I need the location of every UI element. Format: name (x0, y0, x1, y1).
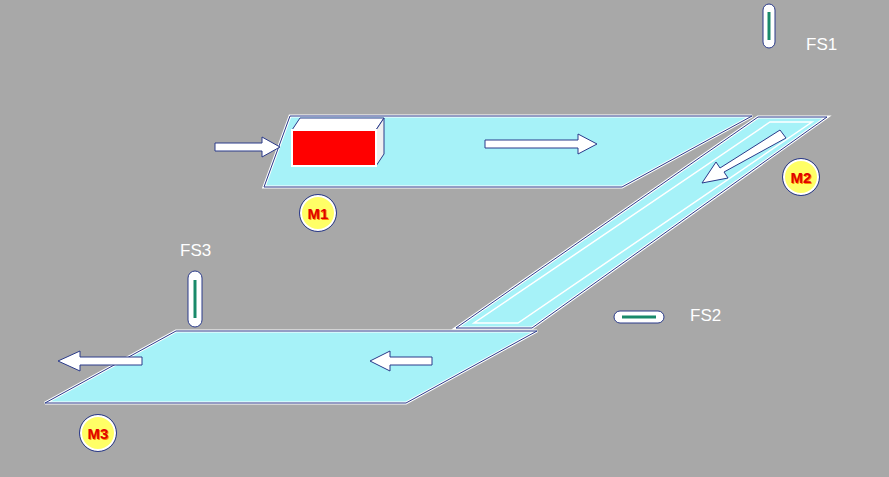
sensor-fs3 (188, 271, 202, 327)
sensor-indicator (194, 280, 197, 318)
sensor-indicator (622, 316, 656, 319)
conveyor-belt (264, 116, 752, 187)
sensor-fs1 (763, 4, 775, 48)
flow-arrow (215, 137, 280, 157)
background (8, 0, 889, 477)
belt-outline (264, 116, 752, 187)
flow-arrow (58, 351, 142, 371)
flow-arrow (485, 134, 597, 154)
motor-circle-shape (784, 160, 818, 194)
motor-label: M2 (791, 169, 812, 186)
motor-circle: M1 (299, 194, 337, 232)
conveyor-belt (45, 331, 537, 403)
sensor-label: FS2 (690, 306, 721, 326)
motor-label: M3 (88, 425, 109, 442)
motor-circle-rim (80, 415, 117, 452)
belt-outline (45, 331, 537, 403)
sensor-fs2 (614, 311, 664, 323)
motor-circle: M2 (782, 158, 820, 196)
motor-circle-shape (81, 416, 115, 450)
sensor-label: FS1 (806, 35, 837, 55)
red-box (292, 130, 376, 166)
box-side (376, 118, 384, 166)
flow-arrow (702, 130, 786, 183)
motor-circle-rim (300, 195, 337, 232)
box-top (292, 118, 384, 130)
motor-label: M1 (308, 205, 329, 222)
motor-circle-rim (783, 159, 820, 196)
sensor-indicator (768, 12, 771, 40)
motor-circle-shape (301, 196, 335, 230)
motor-circle: M3 (79, 414, 117, 452)
flow-arrow (370, 351, 432, 371)
sensor-label: FS3 (180, 241, 211, 261)
